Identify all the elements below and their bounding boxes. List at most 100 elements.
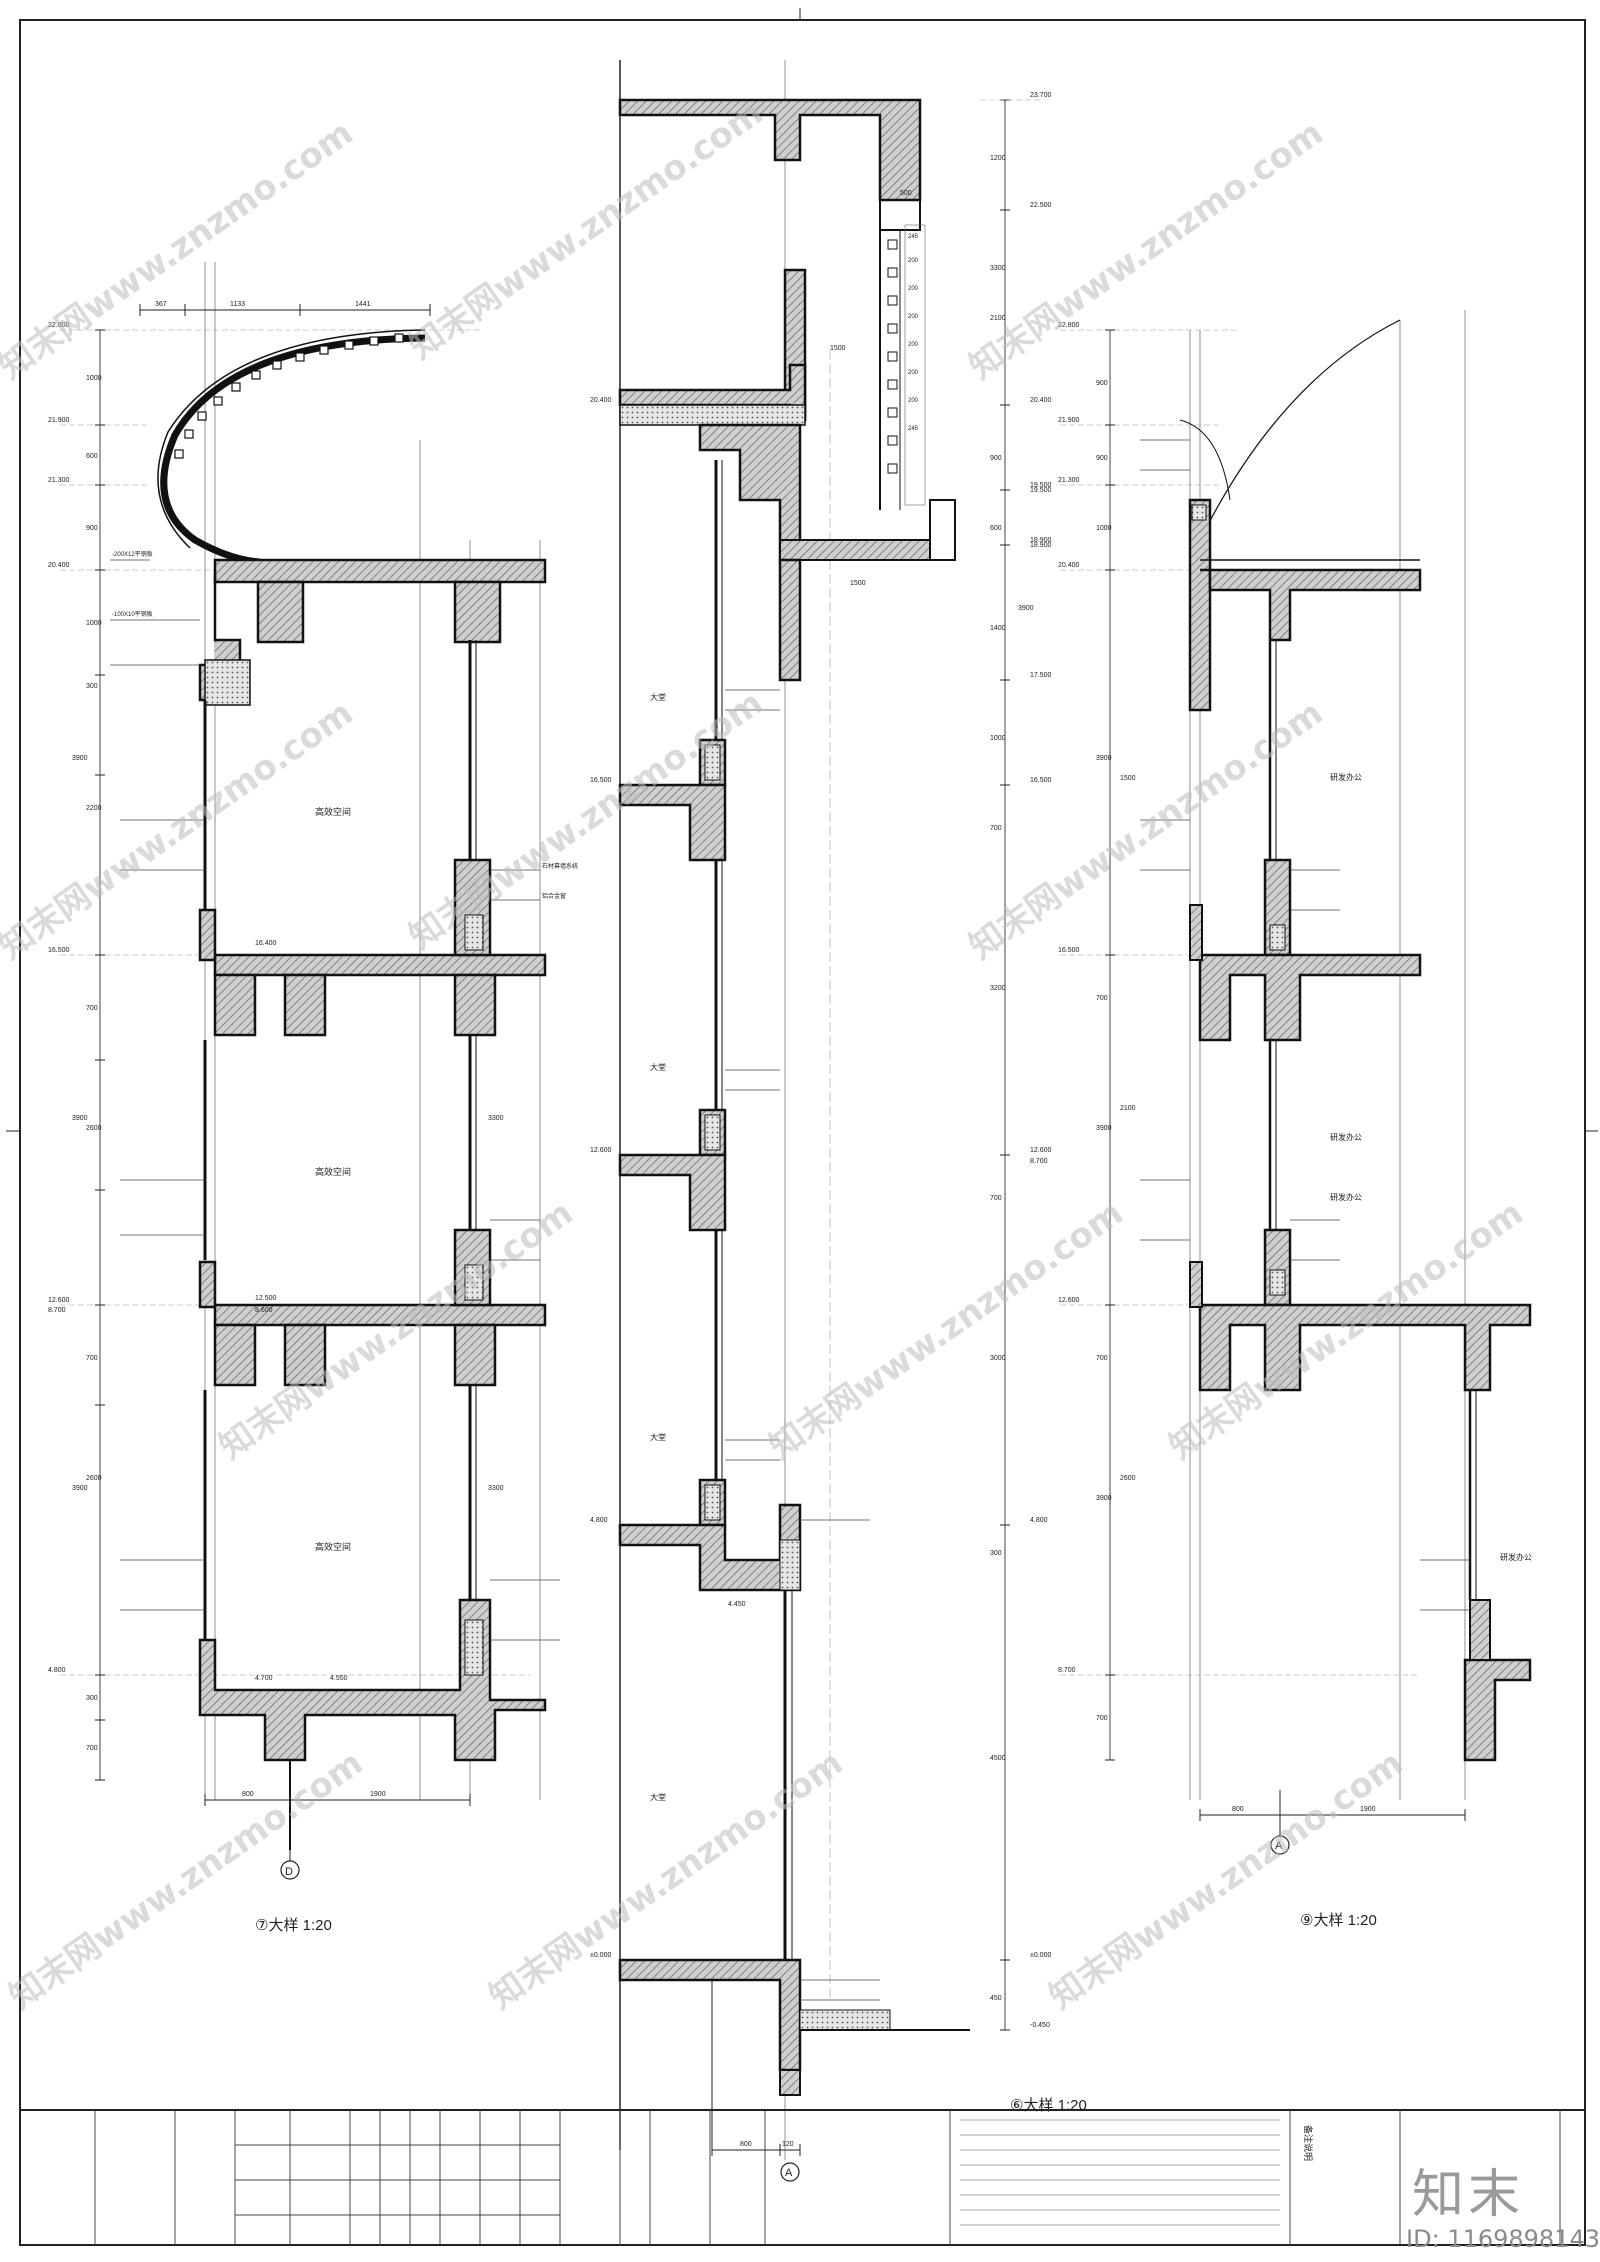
svg-text:20.400: 20.400	[1030, 397, 1052, 404]
svg-text:3900: 3900	[72, 1115, 88, 1122]
svg-text:900: 900	[1096, 455, 1108, 462]
svg-text:3900: 3900	[72, 1485, 88, 1492]
left-dim-top-3: 1441	[355, 301, 371, 308]
notes-heading: 备注说明	[1303, 2125, 1314, 2161]
left-room-label-3: 高效空间	[315, 1541, 351, 1552]
left-level-12600: 12.600	[48, 1297, 70, 1304]
svg-text:3300: 3300	[990, 265, 1006, 272]
svg-text:16.500: 16.500	[590, 777, 612, 784]
svg-text:16.500: 16.500	[1030, 777, 1052, 784]
left-detail-title: ⑦大样 1:20	[255, 1917, 332, 1934]
svg-text:12.600: 12.600	[1030, 1147, 1052, 1154]
left-level-8700: 8.700	[48, 1307, 66, 1314]
svg-text:23.700: 23.700	[1030, 92, 1052, 99]
svg-text:1500: 1500	[1120, 775, 1136, 782]
svg-text:700: 700	[1096, 995, 1108, 1002]
left-level-4800: 4.800	[48, 1667, 66, 1674]
left-dim-top-2: 1133	[230, 301, 245, 308]
svg-text:知末网www.znzmo.com: 知末网www.znzmo.com	[212, 1193, 580, 1467]
svg-text:300: 300	[990, 1550, 1002, 1557]
svg-text:200: 200	[908, 314, 919, 320]
left-level-21900: 21.900	[48, 417, 70, 424]
svg-text:1900: 1900	[1360, 1806, 1376, 1813]
svg-text:700: 700	[1096, 1715, 1108, 1722]
svg-text:800: 800	[740, 2141, 752, 2148]
svg-text:1000: 1000	[86, 375, 102, 382]
svg-text:4.800: 4.800	[590, 1517, 608, 1524]
svg-text:120: 120	[782, 2141, 794, 2148]
svg-text:200: 200	[908, 286, 919, 292]
middle-levels: 23.700 22.500 20.400 19.500 18.900 17.50…	[590, 92, 1052, 2029]
left-room-label: 高效空间	[315, 806, 351, 817]
left-level-16500: 16.500	[48, 947, 70, 954]
right-dims: 800 1900 900 900 1000 3900 1500 700 2100…	[1096, 380, 1376, 1813]
svg-text:知末网www.znzmo.com: 知末网www.znzmo.com	[402, 93, 770, 367]
left-level-20400: 20.400	[48, 562, 70, 569]
middle-room-label-4: 大堂	[650, 1792, 666, 1802]
svg-text:200: 200	[908, 258, 919, 264]
svg-text:8.700: 8.700	[1058, 1667, 1076, 1674]
left-sublevel-1: 16.400	[255, 940, 277, 947]
detail-left	[60, 262, 560, 1880]
middle-axis-label: A	[785, 2167, 793, 2179]
svg-text:1500: 1500	[830, 345, 846, 352]
svg-text:200: 200	[908, 398, 919, 404]
svg-text:12.600: 12.600	[590, 1147, 612, 1154]
svg-text:700: 700	[990, 1195, 1002, 1202]
left-axis-label: D	[285, 1866, 293, 1878]
svg-text:245: 245	[908, 426, 919, 432]
svg-text:3200: 3200	[990, 985, 1006, 992]
svg-text:900: 900	[1096, 380, 1108, 387]
detail-right	[1060, 310, 1532, 1855]
detail-middle	[618, 60, 1040, 2182]
middle-dims: 500 1500 800 120 1200 3300 2100 1500 900…	[740, 155, 1034, 2148]
svg-text:21.900: 21.900	[1058, 417, 1080, 424]
svg-text:2600: 2600	[86, 1475, 102, 1482]
left-sublevel-2: 12.500	[255, 1295, 277, 1302]
svg-text:20.400: 20.400	[1058, 562, 1080, 569]
svg-text:900: 900	[990, 455, 1002, 462]
svg-text:知末网www.znzmo.com: 知末网www.znzmo.com	[0, 693, 360, 967]
svg-text:1000: 1000	[86, 620, 102, 627]
svg-text:18.900: 18.900	[1030, 542, 1052, 549]
svg-text:2100: 2100	[1120, 1105, 1136, 1112]
svg-text:1500: 1500	[850, 580, 866, 587]
svg-text:18.900: 18.900	[1030, 537, 1052, 544]
left-room-label-2: 高效空间	[315, 1166, 351, 1177]
svg-text:3000: 3000	[990, 1355, 1006, 1362]
svg-text:3300: 3300	[488, 1115, 504, 1122]
svg-text:500: 500	[900, 190, 912, 197]
svg-text:300: 300	[86, 1695, 98, 1702]
left-sublevel-4: 4.700	[255, 1675, 273, 1682]
svg-text:知末网www.znzmo.com: 知末网www.znzmo.com	[0, 113, 360, 387]
svg-text:3900: 3900	[72, 755, 88, 762]
svg-text:3900: 3900	[1096, 755, 1112, 762]
left-side-dims: 1000 600 900 1000 300 2200 3900 700 2600…	[72, 375, 504, 1752]
svg-text:知末网www.znzmo.com: 知末网www.znzmo.com	[762, 1193, 1130, 1467]
left-level-21300: 21.300	[48, 477, 70, 484]
svg-text:450: 450	[990, 1995, 1002, 2002]
svg-text:知末网www.znzmo.com: 知末网www.znzmo.com	[2, 1743, 370, 2017]
svg-text:1000: 1000	[990, 735, 1006, 742]
right-room-label-3: 研发办公	[1330, 1192, 1362, 1202]
brand-logo: 知末	[1412, 2165, 1525, 2225]
svg-text:1400: 1400	[990, 625, 1006, 632]
left-note-4: 铝合金窗	[542, 892, 566, 900]
middle-detail-title: ⑥大样 1:20	[1010, 2097, 1087, 2114]
svg-text:700: 700	[86, 1005, 98, 1012]
svg-text:2100: 2100	[990, 315, 1006, 322]
svg-text:19.500: 19.500	[1030, 487, 1052, 494]
svg-text:22.800: 22.800	[1058, 322, 1080, 329]
middle-inner-dims: 245 200 200 200 200 200 200 245	[908, 234, 919, 432]
left-dim-bottom-2: 1900	[370, 1791, 386, 1798]
svg-text:200: 200	[908, 342, 919, 348]
svg-text:17.500: 17.500	[1030, 672, 1052, 679]
left-dim-bottom-1: 800	[242, 1791, 254, 1798]
svg-text:700: 700	[86, 1355, 98, 1362]
middle-room-label-1: 大堂	[650, 692, 666, 702]
svg-text:知末网www.znzmo.com: 知末网www.znzmo.com	[962, 113, 1330, 387]
svg-text:1200: 1200	[990, 155, 1006, 162]
svg-text:22.500: 22.500	[1030, 202, 1052, 209]
svg-text:知末网www.znzmo.com: 知末网www.znzmo.com	[1042, 1743, 1410, 2017]
